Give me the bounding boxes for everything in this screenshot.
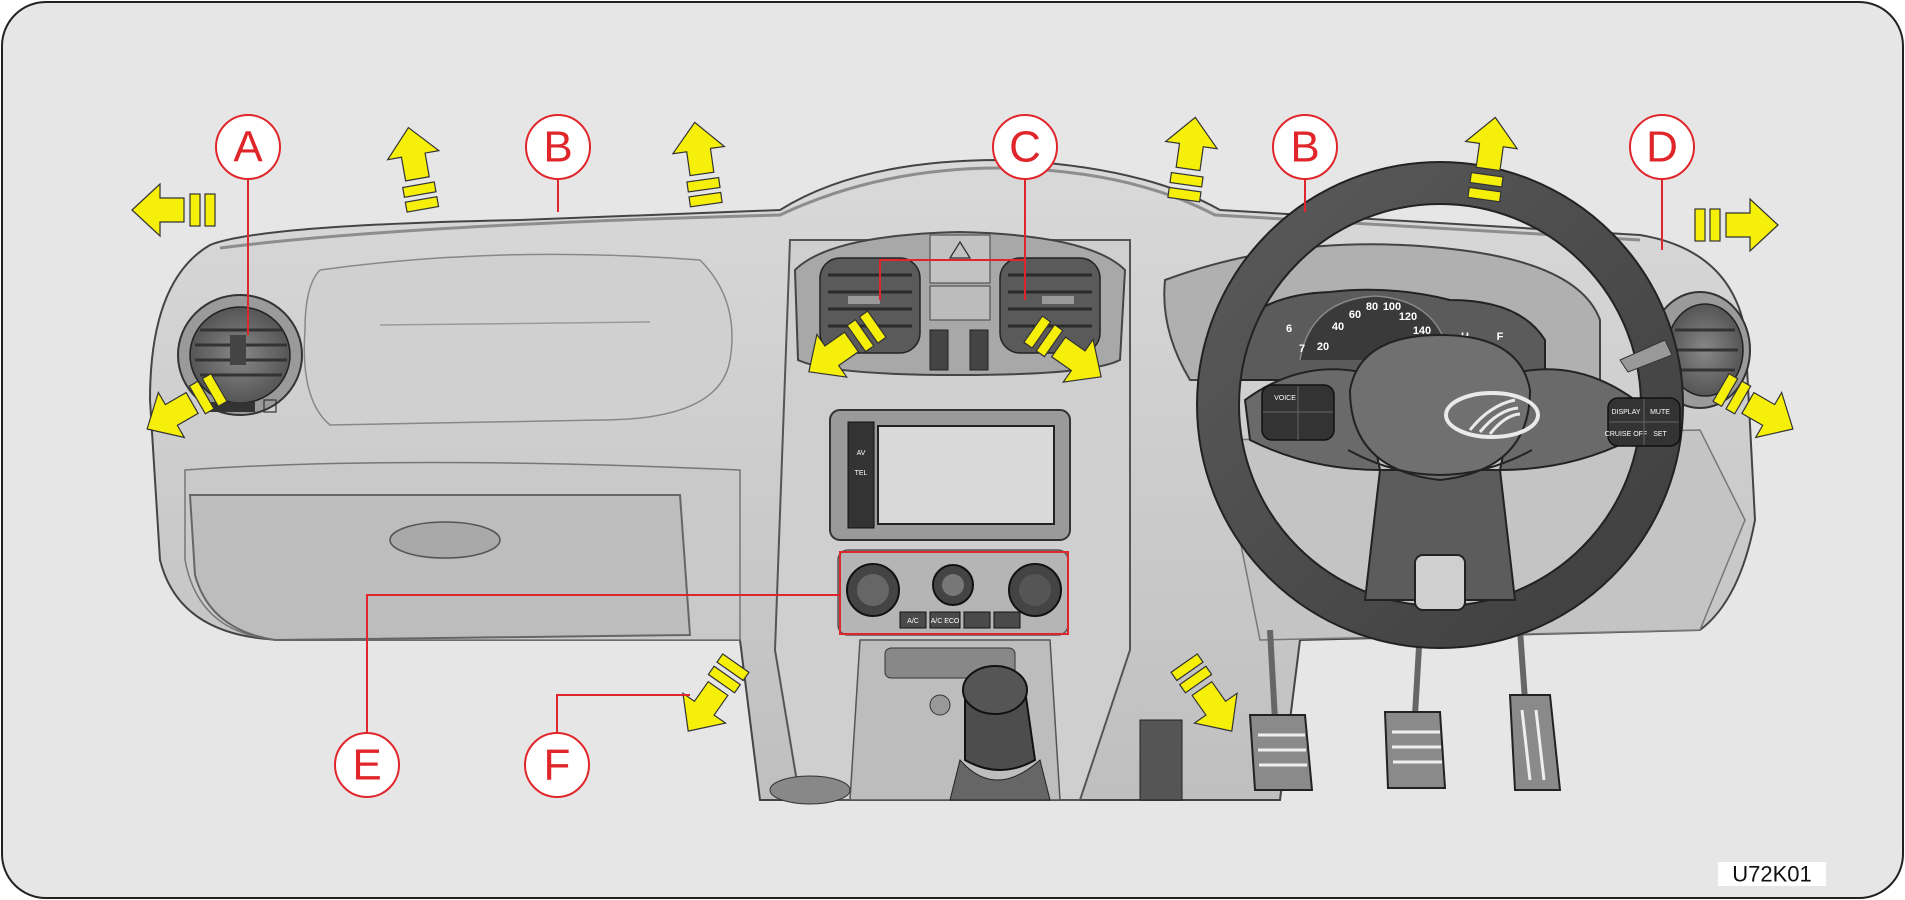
fuel-mark-f: F	[1497, 331, 1504, 343]
radio-button-tel: TEL	[855, 470, 868, 477]
svg-text:B: B	[543, 123, 572, 172]
callout-f: F	[524, 732, 590, 798]
passenger-airbag-panel	[303, 253, 733, 426]
speedo-tick-100: 100	[1383, 301, 1401, 313]
steering-button-voice: VOICE	[1274, 395, 1296, 402]
speedo-tick-120: 120	[1399, 311, 1417, 323]
figure-code: U72K01	[1732, 862, 1812, 887]
steering-button-set: SET	[1653, 431, 1667, 438]
svg-text:B: B	[1290, 123, 1319, 172]
accelerator-pedal	[1508, 629, 1562, 791]
svg-text:E: E	[352, 741, 381, 790]
glovebox-handle	[389, 521, 501, 559]
steering-button-mute: MUTE	[1650, 409, 1670, 416]
center-vent-left	[819, 257, 921, 354]
svg-text:D: D	[1646, 123, 1678, 172]
steering-wheel: VOICE DISPLAY MUTE CRUISE OFF SET	[1196, 161, 1684, 649]
infotainment-screen	[877, 425, 1055, 525]
glovebox	[188, 494, 692, 642]
parking-brake	[1139, 719, 1183, 801]
brand-logo	[1444, 391, 1540, 439]
callout-d: D	[1629, 114, 1695, 180]
figure-code-box	[1718, 862, 1826, 886]
steering-button-cruise-off: CRUISE OFF	[1605, 431, 1647, 438]
clutch-pedal	[1248, 629, 1314, 791]
callout-b-left: B	[525, 114, 591, 180]
radio-button-strip	[847, 421, 875, 529]
airbag-seam	[379, 321, 651, 326]
hvac-button-rear-defog	[963, 611, 991, 629]
steering-hub	[1348, 333, 1532, 482]
callout-b-right: B	[1272, 114, 1338, 180]
hazard-icon	[948, 240, 972, 259]
speedo-tick-40: 40	[1332, 321, 1344, 333]
callout-e: E	[334, 732, 400, 798]
speedo-tick-60: 60	[1349, 309, 1361, 321]
dash-top-edge	[219, 166, 1641, 250]
leader-lines	[247, 172, 1663, 735]
steering-button-display: DISPLAY	[1611, 409, 1640, 416]
hvac-button-ac	[899, 611, 927, 629]
svg-text:C: C	[1009, 123, 1041, 172]
lock-switch	[929, 285, 991, 321]
svg-text:F: F	[544, 741, 571, 790]
speedo-tick-20: 20	[1317, 341, 1329, 353]
callout-a: A	[215, 114, 281, 180]
gear-boot	[949, 758, 1051, 801]
switch-left	[929, 329, 949, 371]
switch-right	[969, 329, 989, 371]
power-outlet	[929, 694, 951, 716]
svg-text:A/C: A/C	[907, 618, 919, 625]
ignition-key	[1619, 339, 1673, 373]
callout-c: C	[992, 114, 1058, 180]
hvac-button-recirculation	[993, 611, 1021, 629]
svg-text:A/C ECO: A/C ECO	[931, 618, 960, 625]
speedo-tick-140: 140	[1413, 325, 1431, 337]
tach-tick-7: 7	[1299, 343, 1305, 355]
tach-tick-6: 6	[1286, 323, 1292, 335]
hvac-button-ac-eco	[929, 611, 961, 629]
svg-text:A: A	[233, 123, 263, 172]
cup-holder	[769, 775, 851, 805]
radio-button-av: AV	[857, 450, 866, 457]
speedo-tick-80: 80	[1366, 301, 1378, 313]
